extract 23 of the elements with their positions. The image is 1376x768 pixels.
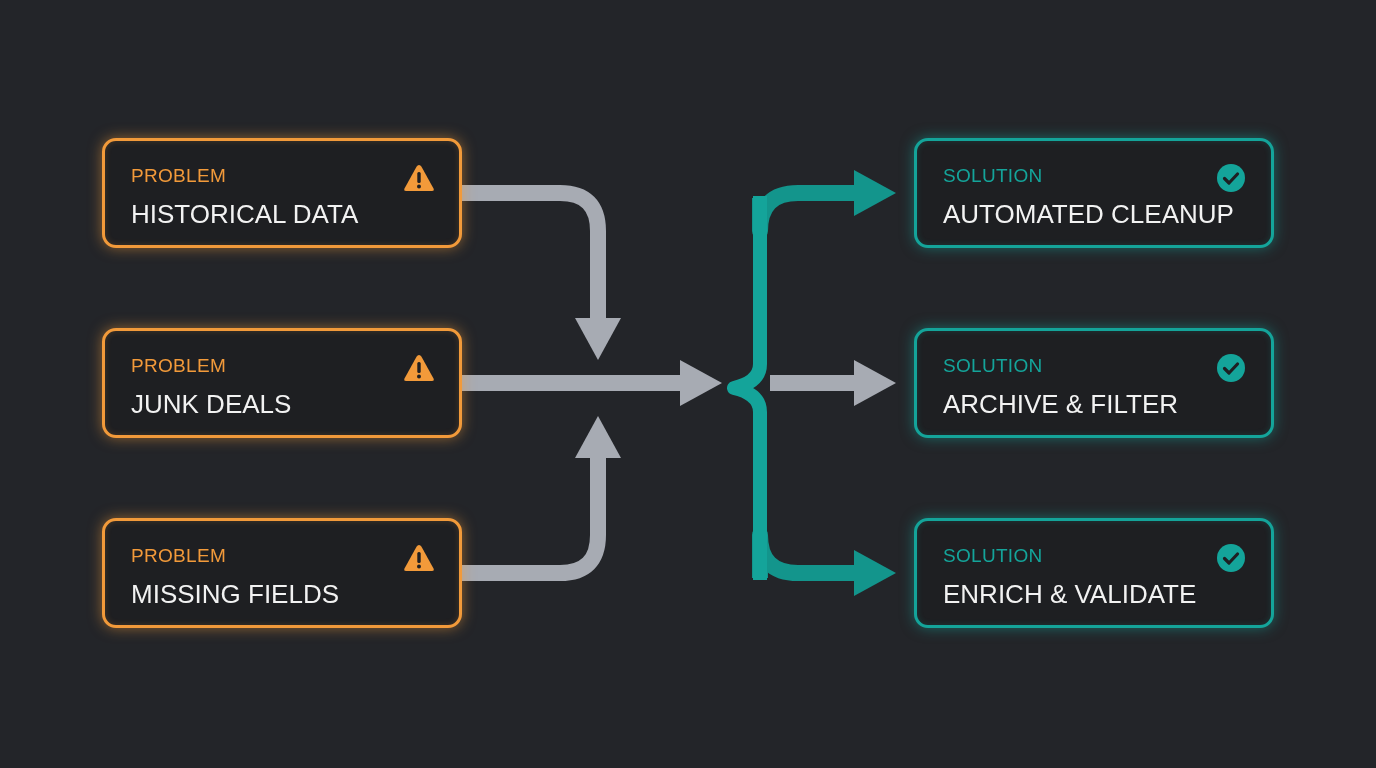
card-kicker: SOLUTION bbox=[943, 355, 1043, 377]
card-title: ARCHIVE & FILTER bbox=[943, 389, 1178, 420]
arrow bbox=[462, 360, 722, 406]
card-title: AUTOMATED CLEANUP bbox=[943, 199, 1234, 230]
card-kicker: PROBLEM bbox=[131, 355, 226, 377]
flow-card bbox=[102, 518, 462, 628]
flow-card bbox=[914, 138, 1274, 248]
flow-card bbox=[102, 328, 462, 438]
card-title: ENRICH & VALIDATE bbox=[943, 579, 1197, 610]
card-title: MISSING FIELDS bbox=[131, 579, 340, 610]
flow-card bbox=[914, 328, 1274, 438]
flow-card bbox=[914, 518, 1274, 628]
flow-card bbox=[102, 138, 462, 248]
curly-brace bbox=[728, 196, 768, 580]
arrow bbox=[462, 185, 621, 360]
card-title: HISTORICAL DATA bbox=[131, 199, 359, 230]
arrow bbox=[462, 416, 621, 581]
card-title: JUNK DEALS bbox=[131, 389, 292, 420]
arrow bbox=[770, 360, 896, 406]
card-kicker: SOLUTION bbox=[943, 165, 1043, 187]
card-kicker: PROBLEM bbox=[131, 545, 226, 567]
card-kicker: PROBLEM bbox=[131, 165, 226, 187]
card-kicker: SOLUTION bbox=[943, 545, 1043, 567]
